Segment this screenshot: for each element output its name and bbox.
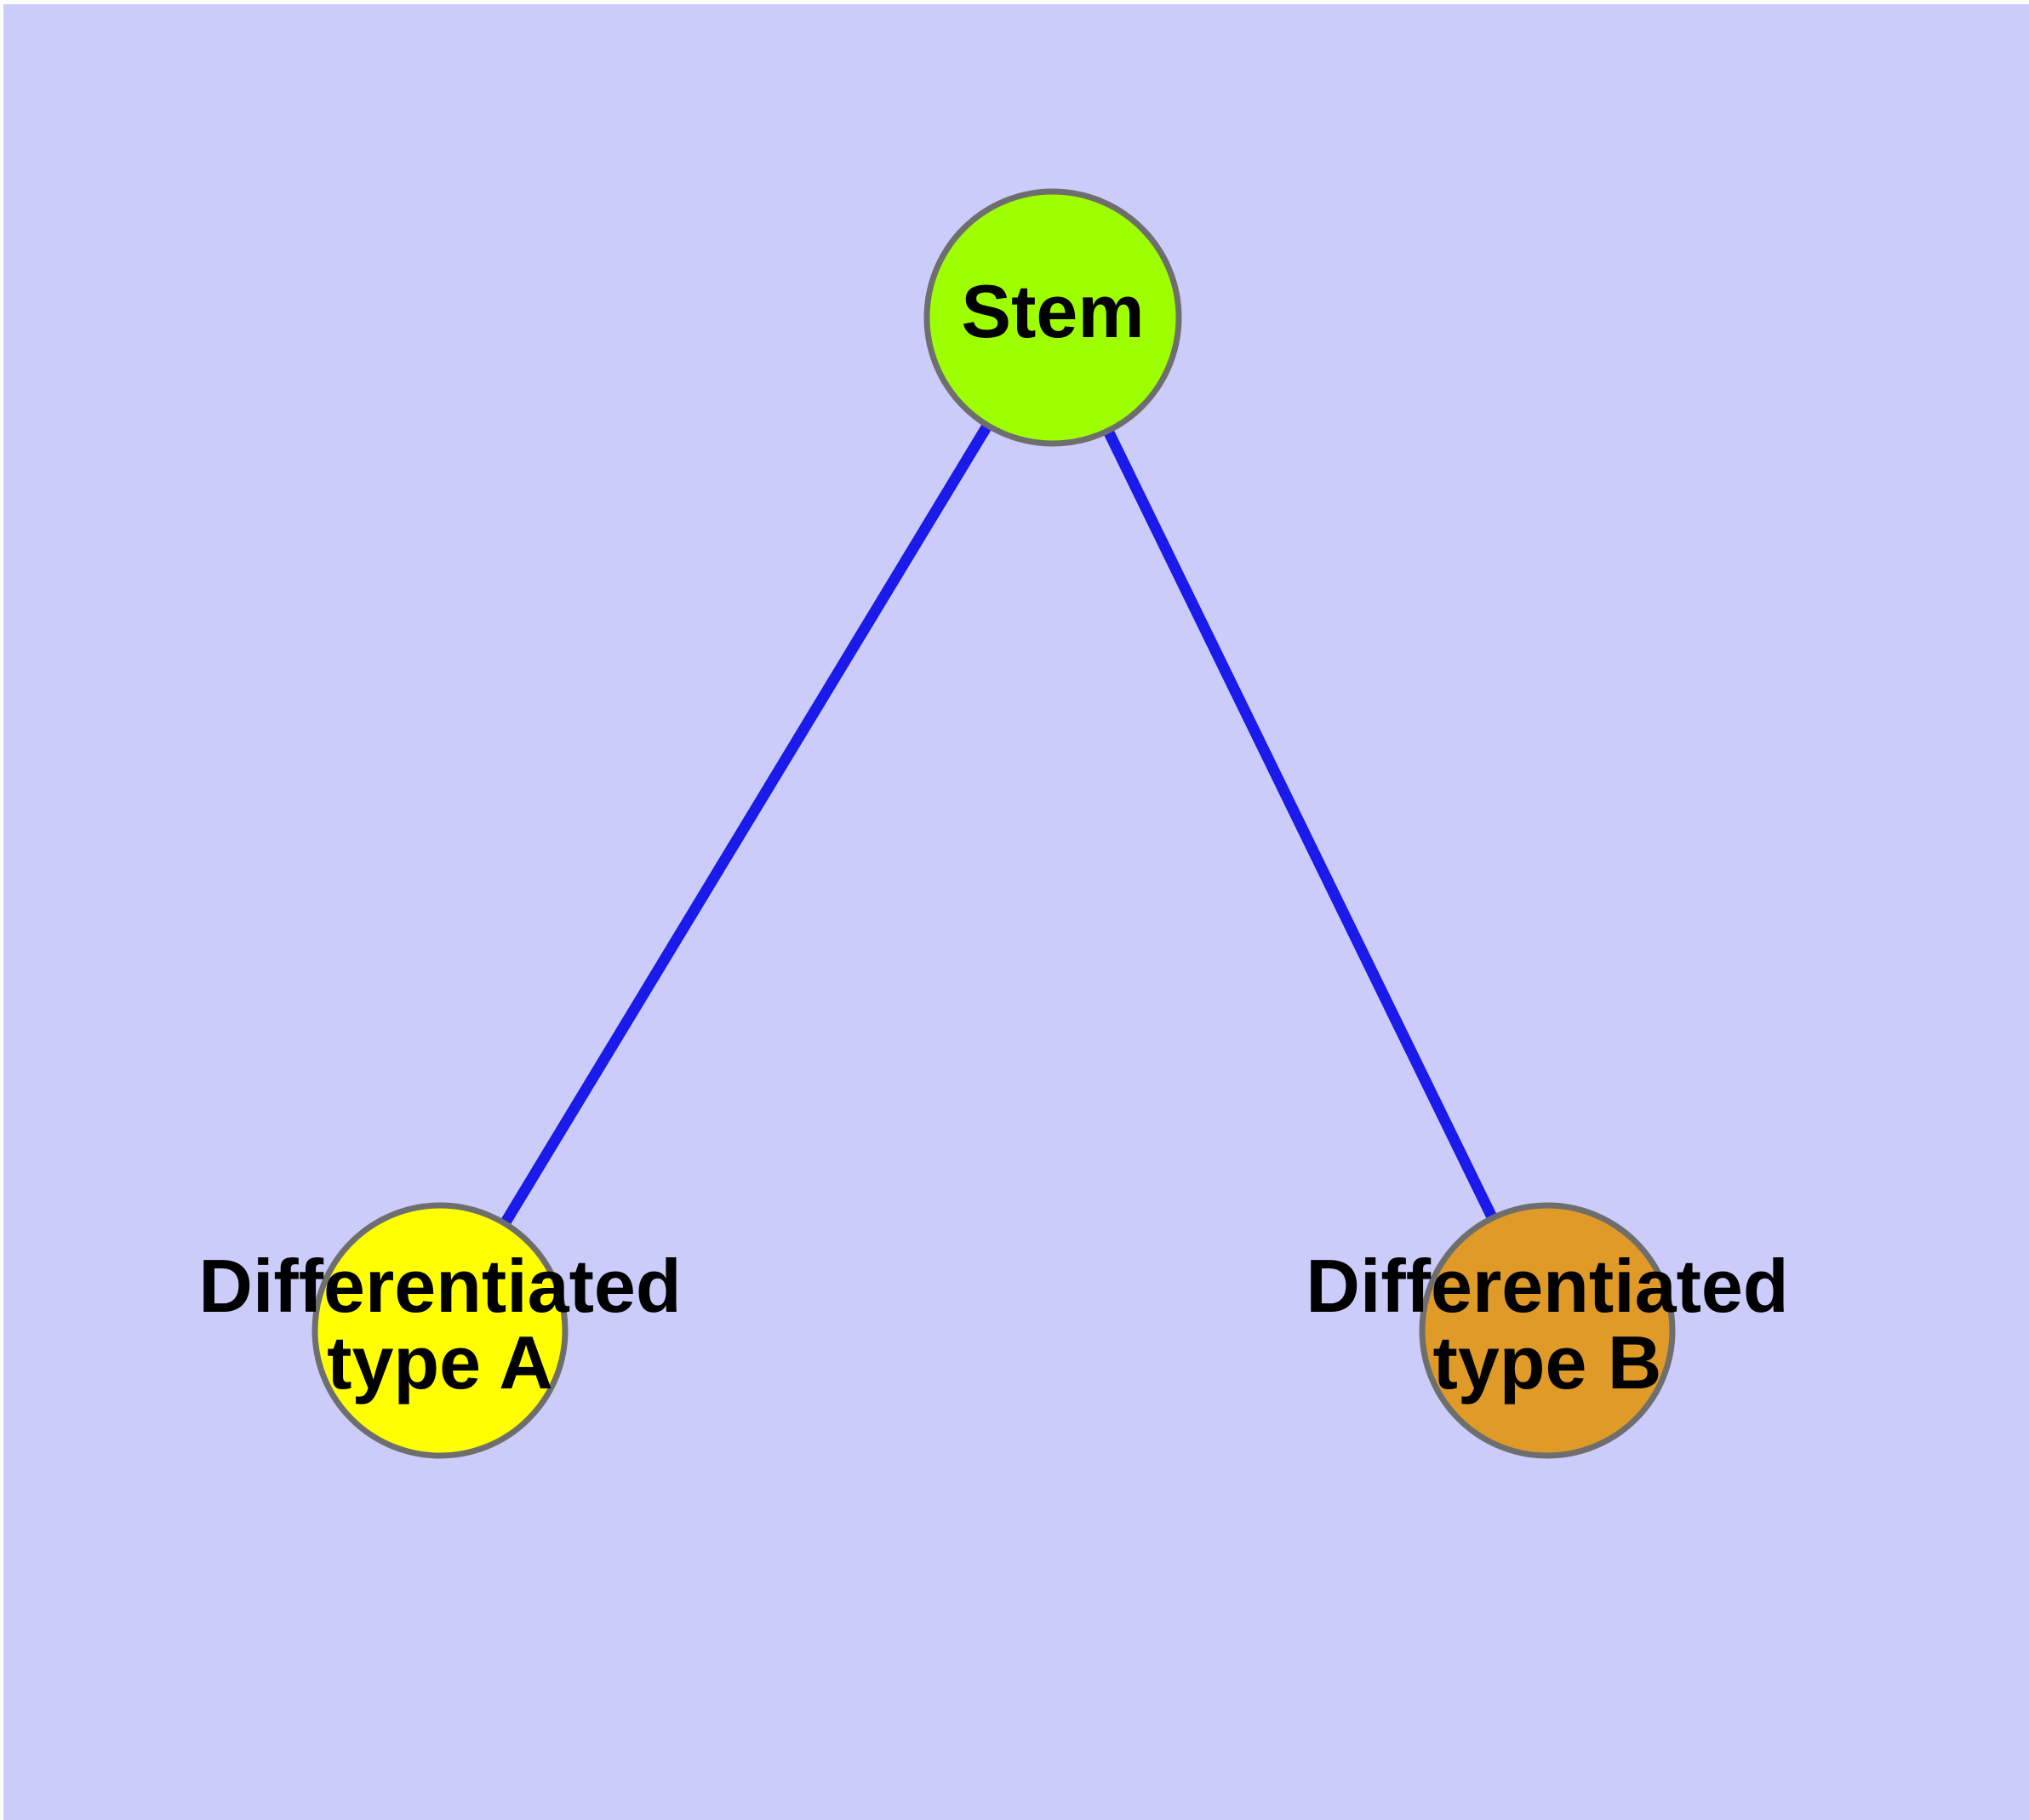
node-label-line: Differentiated [1306, 1244, 1788, 1328]
node-differentiated-type-a[interactable] [311, 1202, 569, 1459]
node-label-stem: Stem [961, 269, 1144, 353]
edge-layer [499, 421, 1499, 1228]
node-label-line: type B [1433, 1320, 1662, 1405]
node-label-line: Stem [961, 269, 1144, 353]
node-label-line: type A [327, 1320, 553, 1405]
node-label-line: Differentiated [198, 1244, 681, 1328]
node-layer [311, 188, 1676, 1459]
node-stem[interactable] [923, 188, 1182, 447]
edge-stem-to-type-b[interactable] [1102, 426, 1499, 1222]
node-differentiated-type-b[interactable] [1419, 1202, 1676, 1459]
edge-stem-to-type-a[interactable] [499, 421, 993, 1228]
